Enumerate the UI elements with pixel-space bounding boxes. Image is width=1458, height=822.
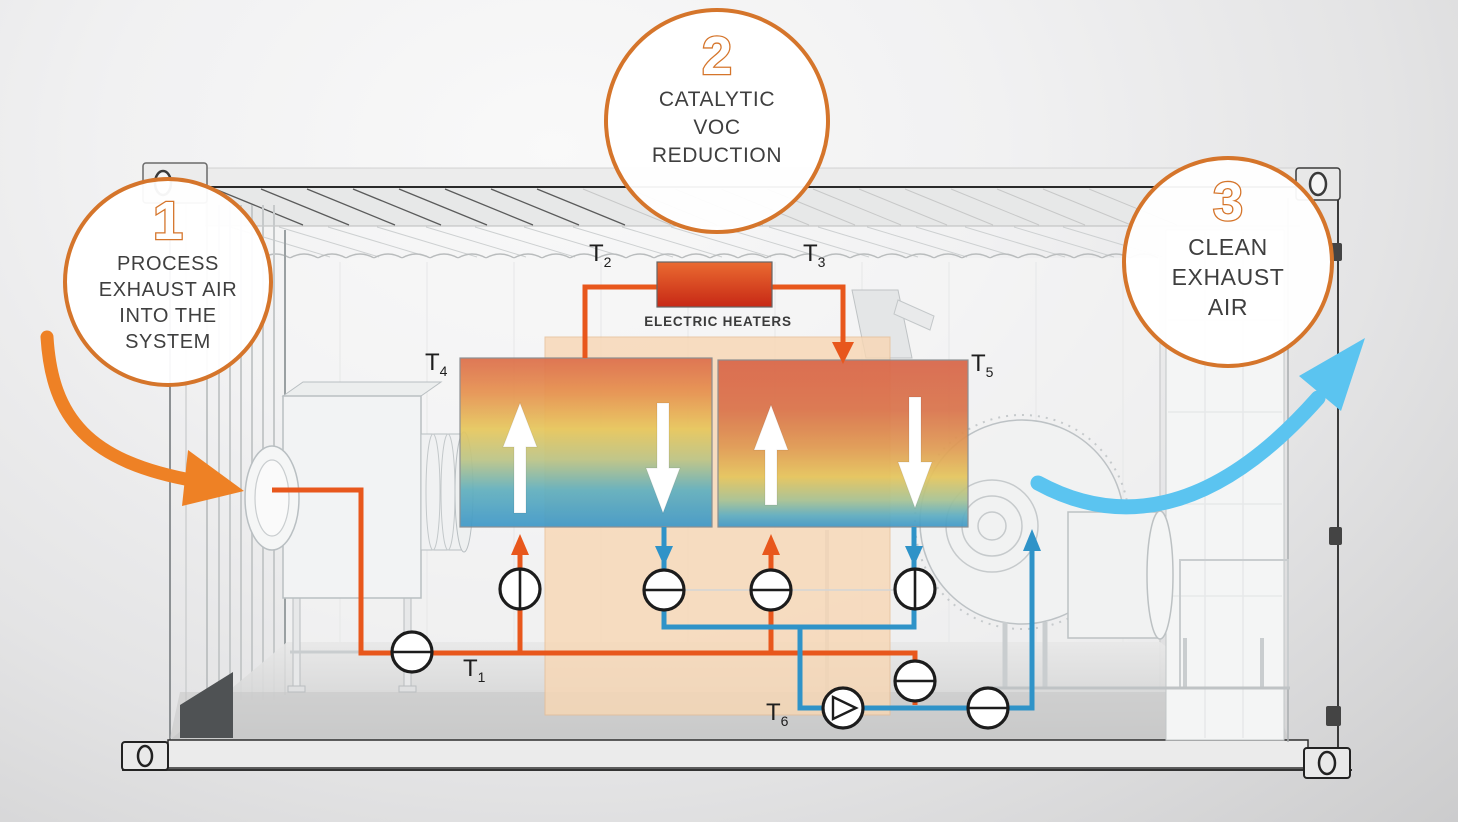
inlet-swoosh-arrow <box>40 330 244 506</box>
heat-exchanger-left <box>459 357 713 528</box>
ceiling-scallop <box>261 253 1159 259</box>
flow-arrow-up-left <box>502 401 538 514</box>
callout-3-clean-exhaust-air: 3 CLEAN EXHAUST AIR <box>1122 156 1334 368</box>
valve-2 <box>498 567 542 611</box>
valve-5 <box>893 567 937 611</box>
callout-1-process-exhaust-air: 1 PROCESS EXHAUST AIR INTO THE SYSTEM <box>63 177 273 387</box>
valve-1 <box>390 630 434 674</box>
electric-heaters-label: ELECTRIC HEATERS <box>644 314 792 329</box>
callout-3-text: CLEAN EXHAUST AIR <box>1171 234 1285 320</box>
temp-label-t1: T1 <box>463 655 486 685</box>
temp-label-t4: T4 <box>425 349 448 379</box>
callout-3-number: 3 <box>1212 174 1245 232</box>
callout-1-number: 1 <box>152 193 185 251</box>
corner-casting-bottom-right <box>1303 747 1351 779</box>
temp-label-t3: T3 <box>803 240 826 270</box>
bottom-rail <box>167 739 1309 769</box>
valve-3 <box>642 568 686 612</box>
outlet-swoosh-arrow <box>1030 338 1365 515</box>
callout-1-text: PROCESS EXHAUST AIR INTO THE SYSTEM <box>98 253 238 353</box>
electric-heater-box <box>656 261 773 308</box>
door-hinge <box>1326 706 1341 726</box>
cold-pipe-arrowheads <box>655 529 1041 566</box>
flow-arrow-up-right <box>753 403 789 506</box>
corner-casting-bottom-left <box>121 741 169 771</box>
callout-2-catalytic-voc-reduction: 2 CATALYTIC VOC REDUCTION <box>604 8 830 234</box>
flow-arrow-down-left <box>645 402 681 515</box>
callout-2-number: 2 <box>701 28 734 86</box>
roof-hatch <box>214 188 626 226</box>
valve-6 <box>893 659 937 703</box>
svg-text:1: 1 <box>153 193 183 251</box>
valve-4 <box>749 568 793 612</box>
door-hinge <box>1329 527 1342 545</box>
temp-label-t2: T2 <box>589 240 612 270</box>
svg-text:3: 3 <box>1213 174 1243 232</box>
heat-exchanger-right <box>717 359 969 528</box>
callout-2-text: CATALYTIC VOC REDUCTION <box>651 88 783 167</box>
ceiling-rafters <box>229 226 1164 258</box>
temp-label-t5: T5 <box>971 350 994 380</box>
pump <box>821 686 865 730</box>
svg-text:2: 2 <box>702 28 732 86</box>
valve-7 <box>966 686 1010 730</box>
flow-arrow-down-right <box>897 396 933 510</box>
temp-label-t6: T6 <box>766 699 789 729</box>
support-frame <box>990 559 1290 690</box>
outlet-duct <box>1067 510 1174 640</box>
corner-shadow-left <box>180 672 233 738</box>
hot-pipe-arrowheads <box>511 342 854 555</box>
